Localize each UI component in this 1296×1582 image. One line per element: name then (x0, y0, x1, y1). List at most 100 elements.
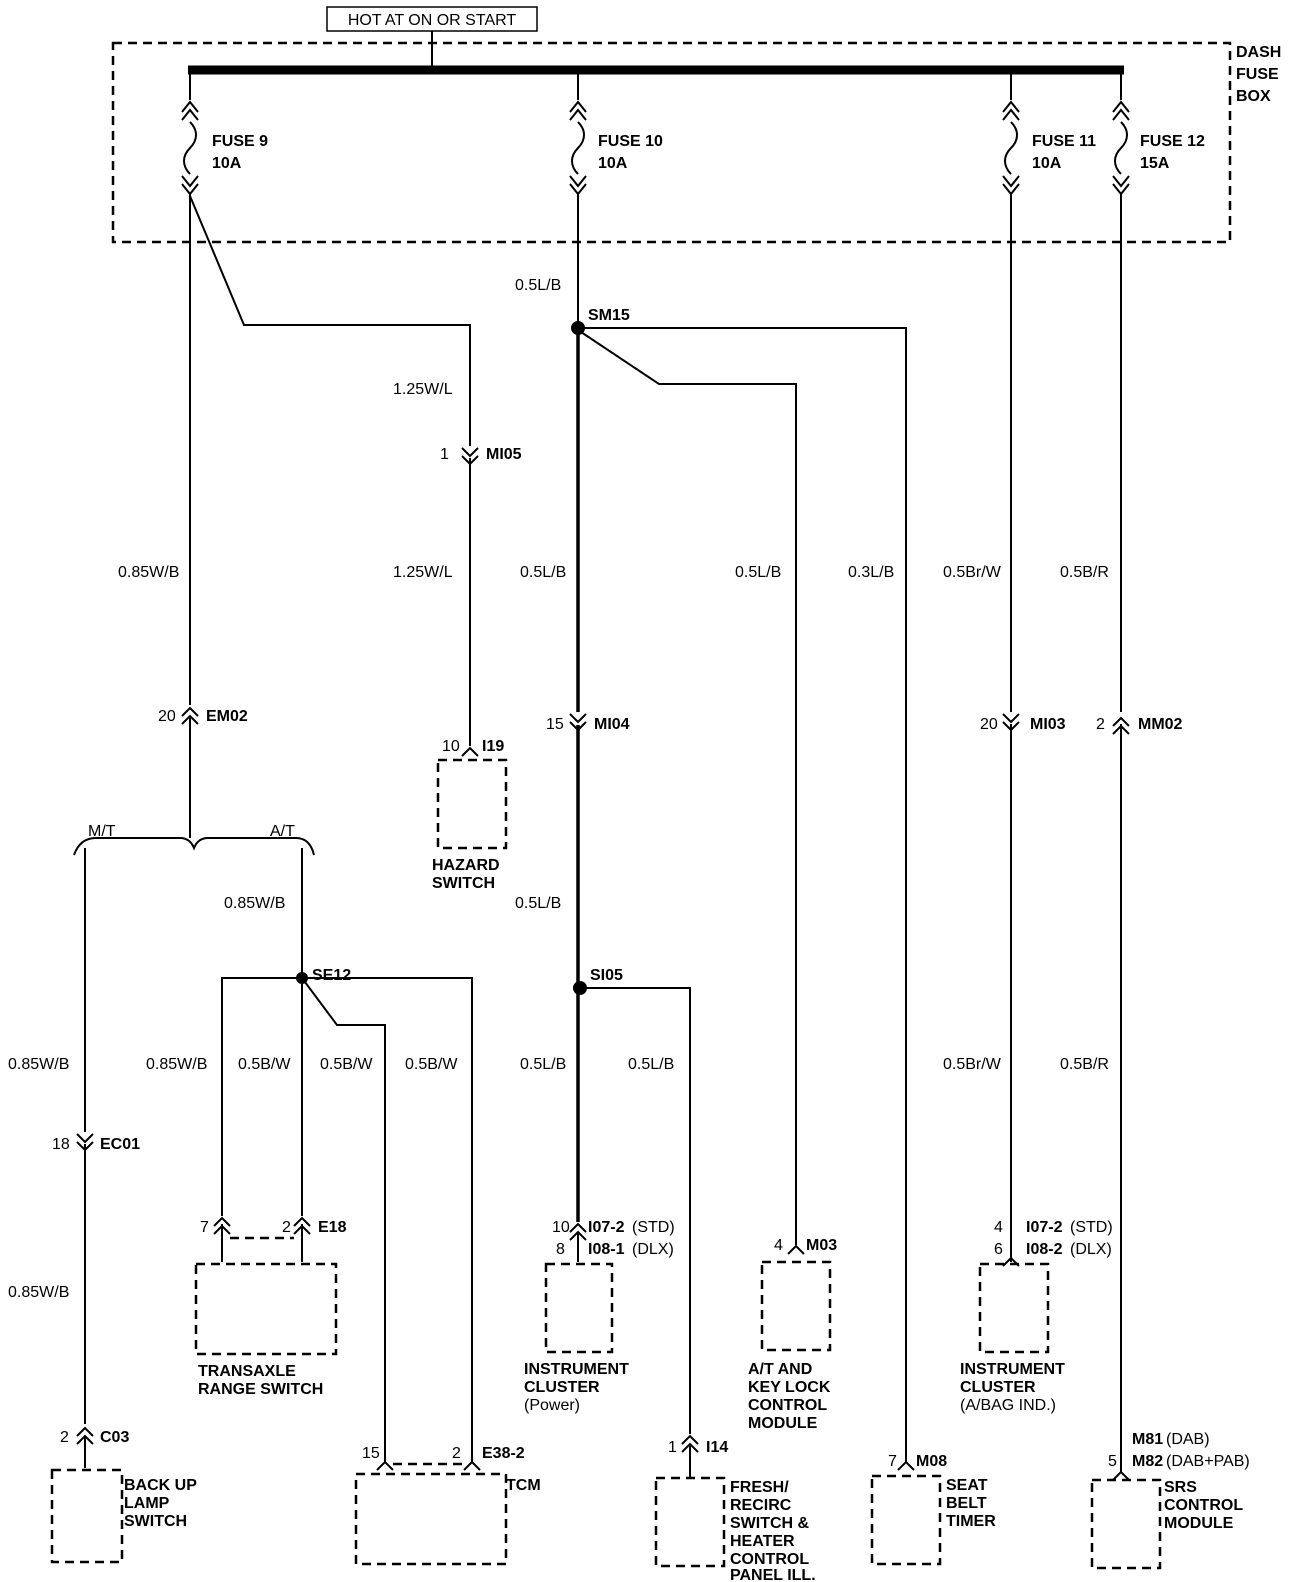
at-key-label-4: MODULE (748, 1415, 818, 1432)
mi05-pin: 1 (440, 446, 449, 463)
connector-e18: 7 2 E18 (200, 1216, 347, 1240)
fuse-11-name: FUSE 11 (1032, 133, 1096, 150)
connector-c03: 2 C03 (60, 1426, 129, 1446)
fuse-box-label-1: DASH (1236, 44, 1281, 61)
e18-pin2: 2 (282, 1219, 291, 1236)
wire-label: 0.5B/W (320, 1056, 373, 1073)
mi05-id: MI05 (486, 446, 522, 463)
connector-i14: 1 I14 (668, 1434, 728, 1456)
i19-id: I19 (482, 738, 504, 755)
c03-pin: 2 (60, 1429, 69, 1446)
m82-suffix: (DAB+PAB) (1166, 1453, 1250, 1470)
dash-fuse-box: DASH FUSE BOX (111, 41, 1281, 244)
transaxle-label-1: TRANSAXLE (198, 1363, 296, 1380)
i08b-pin: 6 (994, 1241, 1003, 1258)
m82-id: M82 (1132, 1453, 1163, 1470)
wire-label: 1.25W/L (393, 564, 453, 581)
instrument-cluster-power: INSTRUMENT CLUSTER (Power) (524, 1262, 629, 1414)
connector-mi05: 1 MI05 (440, 446, 522, 466)
splice-sm15-label: SM15 (588, 307, 630, 324)
fuse-10-wiring (571, 194, 907, 1477)
fuse-11-rating: 10A (1032, 155, 1062, 172)
e38-pin1: 15 (362, 1445, 380, 1462)
backup-label-3: SWITCH (124, 1513, 187, 1530)
connector-ec01: 18 EC01 (52, 1133, 140, 1153)
connector-mi03: 20 MI03 (980, 713, 1066, 733)
wire-label: 0.85W/B (8, 1284, 69, 1301)
transaxle-label-2: RANGE SWITCH (198, 1381, 323, 1398)
back-up-lamp-switch: BACK UP LAMP SWITCH (50, 1468, 197, 1564)
c03-id: C03 (100, 1429, 129, 1446)
cluster-power-label-1: INSTRUMENT (524, 1361, 629, 1378)
splice-si05-label: SI05 (590, 967, 623, 984)
hot-label-box: HOT AT ON OR START (326, 6, 538, 68)
fuse-box-label-3: BOX (1236, 88, 1271, 105)
e18-id: E18 (318, 1219, 347, 1236)
connector-mi04: 15 MI04 (546, 713, 630, 733)
e38-id: E38-2 (482, 1445, 525, 1462)
m03-pin: 4 (774, 1237, 783, 1254)
e18-pin1: 7 (200, 1219, 209, 1236)
hazard-switch: HAZARD SWITCH (432, 758, 508, 892)
wire-label: 0.5Br/W (943, 564, 1002, 581)
m81-suffix: (DAB) (1166, 1431, 1210, 1448)
m81-id: M81 (1132, 1431, 1163, 1448)
m82-pin: 5 (1108, 1453, 1117, 1470)
branch-at: A/T (270, 823, 295, 840)
fuse-9: FUSE 9 10A (181, 70, 268, 196)
cluster-power-label-2: CLUSTER (524, 1379, 600, 1396)
transaxle-range-switch: TRANSAXLE RANGE SWITCH (194, 1262, 338, 1398)
fuse-10: FUSE 10 10A (569, 70, 663, 196)
wire-label: 0.85W/B (224, 895, 285, 912)
wire-label: 0.5B/R (1060, 1056, 1109, 1073)
m08-pin: 7 (888, 1453, 897, 1470)
hazard-label-2: SWITCH (432, 875, 495, 892)
ec01-id: EC01 (100, 1136, 140, 1153)
wire-label: 0.5L/B (735, 564, 781, 581)
backup-label-1: BACK UP (124, 1477, 197, 1494)
i07-id: I07-2 (588, 1219, 625, 1236)
fuse-12: FUSE 12 15A (1112, 70, 1205, 196)
at-key-label-3: CONTROL (748, 1397, 827, 1414)
connector-m81-m82: M81 (DAB) 5 M82 (DAB+PAB) (1108, 1431, 1250, 1481)
wire-label: 0.5L/B (515, 895, 561, 912)
fuse-9-rating: 10A (212, 155, 242, 172)
connector-em02: 20 EM02 (158, 706, 248, 725)
wire-label: 0.3L/B (848, 564, 894, 581)
i08-pin: 8 (556, 1241, 565, 1258)
wire-label: 0.5B/W (405, 1056, 458, 1073)
connector-e38-2: 15 2 E38-2 (362, 1445, 525, 1471)
wire-label: 0.5B/W (238, 1056, 291, 1073)
seat-label-2: BELT (946, 1495, 987, 1512)
e38-pin2: 2 (452, 1445, 461, 1462)
i14-id: I14 (706, 1439, 728, 1456)
fresh-label-2: RECIRC (730, 1497, 792, 1514)
i08-id: I08-1 (588, 1241, 625, 1258)
tcm: TCM (354, 1472, 541, 1566)
m03-id: M03 (806, 1237, 837, 1254)
wire-label: 1.25W/L (393, 381, 453, 398)
at-key-label-1: A/T AND (748, 1361, 812, 1378)
i08-suffix: (DLX) (632, 1241, 674, 1258)
fresh-label-4: HEATER (730, 1533, 795, 1550)
mm02-pin: 2 (1096, 716, 1105, 733)
wire-label: 0.85W/B (118, 564, 179, 581)
em02-pin: 20 (158, 708, 176, 725)
em02-id: EM02 (206, 708, 248, 725)
srs-label-3: MODULE (1164, 1515, 1234, 1532)
connector-i19: 10 I19 (442, 738, 504, 757)
cluster-power-label-3: (Power) (524, 1397, 580, 1414)
wire-label: 0.5L/B (628, 1056, 674, 1073)
fuse-12-rating: 15A (1140, 155, 1170, 172)
m08-id: M08 (916, 1453, 947, 1470)
srs-label-1: SRS (1164, 1479, 1197, 1496)
fresh-label-6: PANEL ILL. (730, 1567, 816, 1582)
instrument-cluster-airbag: INSTRUMENT CLUSTER (A/BAG IND.) (960, 1262, 1065, 1414)
fuse-box-label-2: FUSE (1236, 66, 1279, 83)
cluster-bag-label-2: CLUSTER (960, 1379, 1036, 1396)
i08b-suffix: (DLX) (1070, 1241, 1112, 1258)
i19-pin: 10 (442, 738, 460, 755)
splice-se12-dot (296, 972, 308, 984)
i07b-id: I07-2 (1026, 1219, 1063, 1236)
mi03-pin: 20 (980, 716, 998, 733)
